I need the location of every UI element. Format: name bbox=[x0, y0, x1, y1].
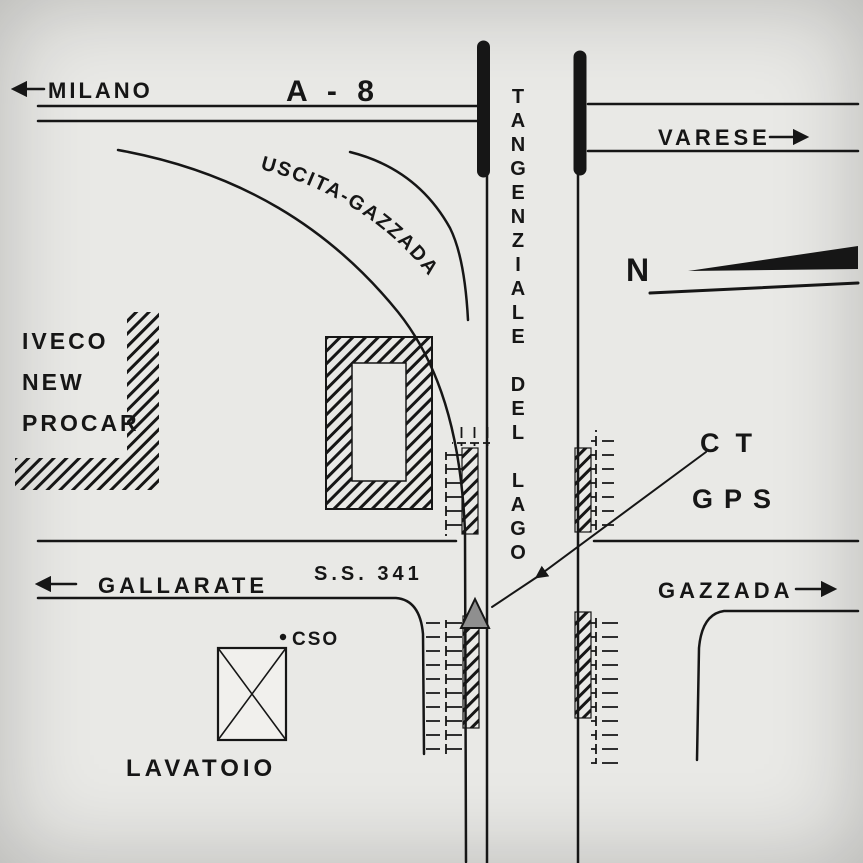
label-a8: A - 8 bbox=[286, 75, 380, 108]
label-iveco: IVECO bbox=[22, 328, 109, 354]
roadside-strip-upper-left bbox=[461, 447, 479, 535]
central-building-courtyard bbox=[351, 362, 407, 482]
roadside-strip-lower-left bbox=[462, 615, 480, 729]
exit-ramp-inner-edge bbox=[348, 150, 470, 322]
north-arrow-pennant bbox=[688, 246, 858, 271]
ss341-left-bottom-edge bbox=[36, 596, 426, 756]
label-varese: VARESE bbox=[658, 125, 771, 150]
label-cso: CSO bbox=[292, 629, 339, 650]
iveco-building-horizontal-wing bbox=[15, 458, 159, 490]
tick-marks-upper-left-top bbox=[452, 427, 490, 446]
iveco-building-vertical-wing bbox=[127, 312, 159, 458]
label-gallarate: GALLARATE bbox=[98, 573, 268, 598]
tick-marks-lower-left bbox=[426, 620, 462, 758]
label-gazzada: GAZZADA bbox=[658, 578, 794, 603]
label-ct: CT bbox=[700, 428, 768, 458]
label-gps: GPS bbox=[692, 484, 782, 514]
label-new: NEW bbox=[22, 369, 85, 395]
roadside-strip-lower-right bbox=[574, 611, 592, 719]
label-milano: MILANO bbox=[48, 78, 153, 103]
exit-ramp-outer-edge bbox=[116, 148, 468, 863]
lavatoio-cross bbox=[217, 647, 287, 741]
label-procar: PROCAR bbox=[22, 410, 140, 436]
ss341-right-bottom-edge bbox=[695, 609, 860, 762]
label-north: N bbox=[626, 252, 649, 288]
tick-marks-upper-right bbox=[591, 430, 614, 532]
roadside-strip-upper-right bbox=[574, 447, 592, 533]
tick-marks-lower-right bbox=[591, 616, 618, 764]
destination-marker-triangle bbox=[459, 596, 491, 629]
label-ss341: S.S. 341 bbox=[314, 563, 423, 585]
label-tangenziale-del-lago: TANGENZIALE DEL LAGO bbox=[507, 86, 529, 566]
ct-gps-leader-arrow bbox=[491, 451, 707, 608]
north-arrow-baseline bbox=[648, 281, 860, 295]
label-lavatoio: LAVATOIO bbox=[126, 755, 276, 782]
cso-dot bbox=[279, 633, 287, 641]
tick-marks-upper-left bbox=[441, 452, 462, 536]
